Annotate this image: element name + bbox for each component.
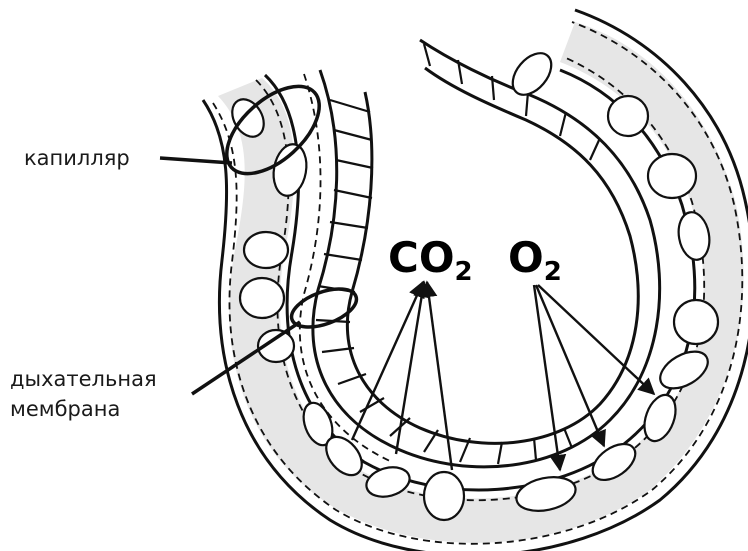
membrane-highlight-oval: [287, 281, 362, 334]
blood-cell: [240, 278, 284, 318]
co2-arrows: [352, 282, 452, 470]
o2-label: O2: [508, 233, 562, 287]
o2-main: O: [508, 233, 544, 282]
capillary-label: капилляр: [24, 146, 130, 170]
o2-subscript: 2: [544, 257, 562, 287]
blood-cell: [244, 232, 288, 268]
co2-main: CO: [388, 233, 455, 282]
blood-cell: [674, 300, 718, 344]
membrane-label-line1: дыхательная: [10, 367, 157, 391]
blood-cell: [648, 154, 696, 198]
o2-arrow: [538, 285, 654, 394]
capillary-leader-line: [160, 158, 232, 163]
blood-cell: [505, 46, 559, 102]
o2-arrows: [534, 285, 654, 470]
co2-label: CO2: [388, 233, 473, 287]
membrane-label-line2: мембрана: [10, 397, 120, 421]
co2-subscript: 2: [455, 257, 473, 287]
blood-cell: [608, 96, 648, 136]
blood-cell: [424, 472, 464, 520]
